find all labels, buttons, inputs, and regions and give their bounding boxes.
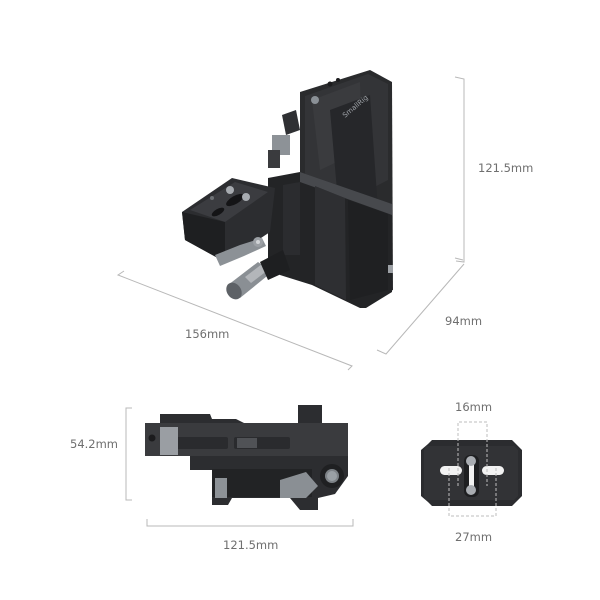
plate-inner-spacing-label: 16mm	[455, 400, 493, 414]
side-width-dimension-label: 121.5mm	[223, 538, 279, 552]
plate-dimension-lines	[448, 421, 497, 517]
isometric-product-view: SmallRig	[182, 70, 393, 308]
side-dimension-lines	[125, 407, 354, 527]
depth-dimension-label: 94mm	[445, 314, 483, 328]
plate-outer-spacing-label: 27mm	[455, 530, 493, 544]
side-product-view	[145, 405, 348, 510]
height-dimension-label: 121.5mm	[478, 161, 534, 175]
isometric-dimension-lines	[116, 76, 465, 371]
quick-release-plate-view	[421, 440, 522, 506]
width-dimension-label: 156mm	[185, 327, 230, 341]
side-height-dimension-label: 54.2mm	[70, 437, 119, 451]
